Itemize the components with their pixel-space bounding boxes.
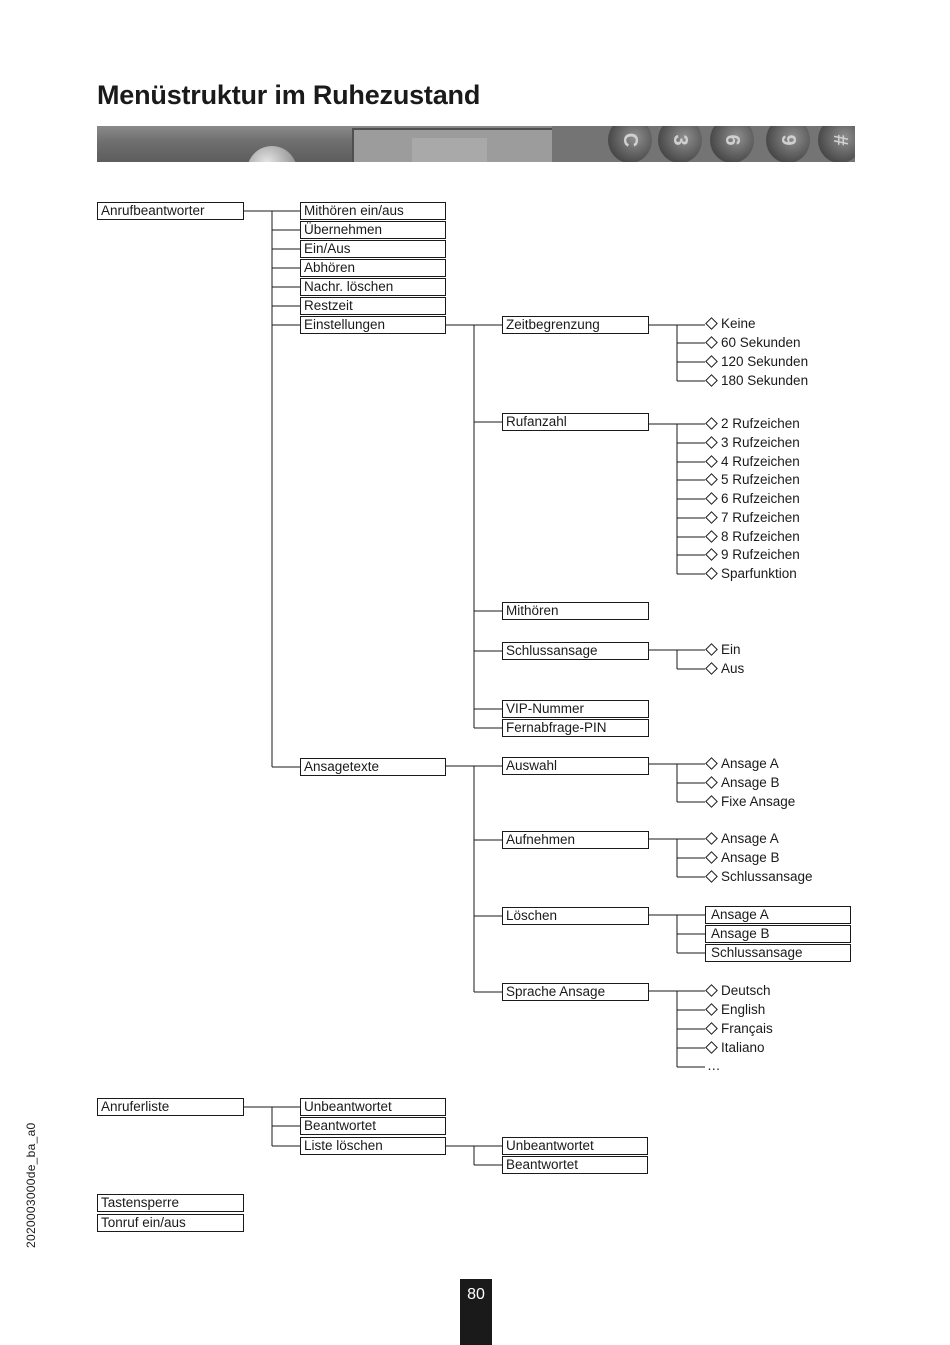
option-deutsch[interactable]: Deutsch xyxy=(705,983,771,999)
option-francais[interactable]: Français xyxy=(705,1021,773,1037)
menu-item-einstellungen[interactable]: Einstellungen xyxy=(300,316,446,334)
option-120-sekunden[interactable]: 120 Sekunden xyxy=(705,354,808,370)
menu-item-vip-nummer[interactable]: VIP-Nummer xyxy=(502,700,649,718)
phone-button-graphic xyxy=(247,146,297,162)
diamond-bullet-icon xyxy=(705,832,718,846)
option-aufnehmen-schlussansage[interactable]: Schlussansage xyxy=(705,869,813,885)
menu-item-schlussansage[interactable]: Schlussansage xyxy=(502,642,649,660)
diamond-bullet-icon xyxy=(705,317,718,331)
diamond-bullet-icon xyxy=(705,336,718,350)
option-italiano[interactable]: Italiano xyxy=(705,1040,765,1056)
diamond-bullet-icon xyxy=(705,548,718,562)
menu-item-beantwortet[interactable]: Beantwortet xyxy=(300,1117,446,1135)
option-6-rufzeichen[interactable]: 6 Rufzeichen xyxy=(705,491,800,507)
menu-item-loeschen-ansage-b[interactable]: Ansage B xyxy=(705,925,851,943)
menu-item-liste-loeschen-beantwortet[interactable]: Beantwortet xyxy=(502,1156,648,1174)
phone-keypad-banner: C 3 6 9 # 0 xyxy=(97,126,855,162)
menu-item-zeitbegrenzung[interactable]: Zeitbegrenzung xyxy=(502,316,649,334)
menu-item-tastensperre[interactable]: Tastensperre xyxy=(97,1194,244,1212)
option-3-rufzeichen[interactable]: 3 Rufzeichen xyxy=(705,435,800,451)
diamond-bullet-icon xyxy=(705,1003,718,1017)
page-title: Menüstruktur im Ruhezustand xyxy=(97,80,481,110)
option-7-rufzeichen[interactable]: 7 Rufzeichen xyxy=(705,510,800,526)
option-5-rufzeichen[interactable]: 5 Rufzeichen xyxy=(705,472,800,488)
diamond-bullet-icon xyxy=(705,757,718,771)
menu-item-restzeit[interactable]: Restzeit xyxy=(300,297,446,315)
menu-item-loeschen[interactable]: Löschen xyxy=(502,907,649,925)
menu-item-liste-loeschen[interactable]: Liste löschen xyxy=(300,1137,446,1155)
option-sparfunktion[interactable]: Sparfunktion xyxy=(705,566,797,582)
diamond-bullet-icon xyxy=(705,795,718,809)
menu-item-loeschen-schlussansage[interactable]: Schlussansage xyxy=(705,944,851,962)
diamond-bullet-icon xyxy=(705,870,718,884)
menu-item-abhoeren[interactable]: Abhören xyxy=(300,259,446,277)
option-2-rufzeichen[interactable]: 2 Rufzeichen xyxy=(705,416,800,432)
diamond-bullet-icon xyxy=(705,417,718,431)
menu-item-mithoeren[interactable]: Mithören xyxy=(502,602,649,620)
diamond-bullet-icon xyxy=(705,776,718,790)
menu-item-tonruf-ein-aus[interactable]: Tonruf ein/aus xyxy=(97,1214,244,1232)
page-number: 80 xyxy=(460,1279,492,1345)
document-code: 2020003000de_ba_a0 xyxy=(24,1122,38,1248)
option-8-rufzeichen[interactable]: 8 Rufzeichen xyxy=(705,529,800,545)
option-aus[interactable]: Aus xyxy=(705,661,744,677)
diamond-bullet-icon xyxy=(705,355,718,369)
diamond-bullet-icon xyxy=(705,1041,718,1055)
diamond-bullet-icon xyxy=(705,567,718,581)
diamond-bullet-icon xyxy=(705,662,718,676)
diamond-bullet-icon xyxy=(705,643,718,657)
option-aufnehmen-ansage-a[interactable]: Ansage A xyxy=(705,831,779,847)
option-more[interactable]: … xyxy=(707,1058,721,1073)
menu-item-auswahl[interactable]: Auswahl xyxy=(502,757,649,775)
diamond-bullet-icon xyxy=(705,984,718,998)
menu-item-mithoeren-ein-aus[interactable]: Mithören ein/aus xyxy=(300,202,446,220)
diamond-bullet-icon xyxy=(705,511,718,525)
option-auswahl-ansage-a[interactable]: Ansage A xyxy=(705,756,779,772)
diamond-bullet-icon xyxy=(705,374,718,388)
menu-item-anruferliste[interactable]: Anruferliste xyxy=(97,1098,244,1116)
option-180-sekunden[interactable]: 180 Sekunden xyxy=(705,373,808,389)
diamond-bullet-icon xyxy=(705,530,718,544)
option-4-rufzeichen[interactable]: 4 Rufzeichen xyxy=(705,454,800,470)
menu-item-liste-loeschen-unbeantwortet[interactable]: Unbeantwortet xyxy=(502,1137,648,1155)
diamond-bullet-icon xyxy=(705,492,718,506)
diamond-bullet-icon xyxy=(705,1022,718,1036)
option-ein[interactable]: Ein xyxy=(705,642,741,658)
menu-item-rufanzahl[interactable]: Rufanzahl xyxy=(502,413,649,431)
menu-item-uebernehmen[interactable]: Übernehmen xyxy=(300,221,446,239)
diamond-bullet-icon xyxy=(705,455,718,469)
menu-item-anrufbeantworter[interactable]: Anrufbeantworter xyxy=(97,202,244,220)
menu-item-unbeantwortet[interactable]: Unbeantwortet xyxy=(300,1098,446,1116)
option-auswahl-ansage-b[interactable]: Ansage B xyxy=(705,775,780,791)
option-fixe-ansage[interactable]: Fixe Ansage xyxy=(705,794,795,810)
menu-item-fernabfrage-pin[interactable]: Fernabfrage-PIN xyxy=(502,719,649,737)
option-60-sekunden[interactable]: 60 Sekunden xyxy=(705,335,801,351)
diamond-bullet-icon xyxy=(705,473,718,487)
option-9-rufzeichen[interactable]: 9 Rufzeichen xyxy=(705,547,800,563)
menu-item-nachr-loeschen[interactable]: Nachr. löschen xyxy=(300,278,446,296)
menu-item-loeschen-ansage-a[interactable]: Ansage A xyxy=(705,906,851,924)
option-english[interactable]: English xyxy=(705,1002,765,1018)
diamond-bullet-icon xyxy=(705,851,718,865)
menu-item-ansagetexte[interactable]: Ansagetexte xyxy=(300,758,446,776)
diamond-bullet-icon xyxy=(705,436,718,450)
option-keine[interactable]: Keine xyxy=(705,316,756,332)
menu-item-sprache-ansage[interactable]: Sprache Ansage xyxy=(502,983,649,1001)
menu-item-aufnehmen[interactable]: Aufnehmen xyxy=(502,831,649,849)
menu-item-ein-aus[interactable]: Ein/Aus xyxy=(300,240,446,258)
option-aufnehmen-ansage-b[interactable]: Ansage B xyxy=(705,850,780,866)
